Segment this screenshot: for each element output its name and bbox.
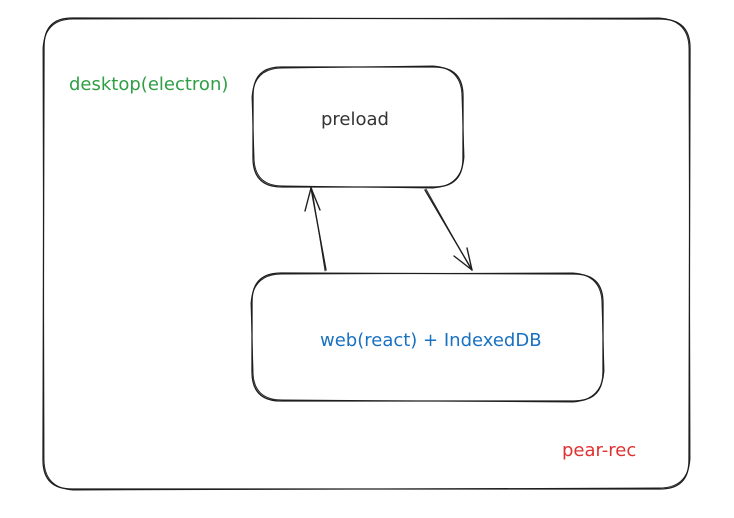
web-box <box>250 272 605 403</box>
web-label: web(react) + IndexedDB <box>320 330 542 351</box>
preload-box <box>251 65 465 189</box>
corner-label: pear-rec <box>562 440 636 461</box>
arrowhead-down <box>466 247 473 271</box>
outer-label: desktop(electron) <box>69 74 228 95</box>
outer-container <box>42 17 691 491</box>
arrow-web-to-preload <box>304 187 327 272</box>
preload-label: preload <box>321 109 389 130</box>
arrowhead-up <box>304 187 312 212</box>
arrow-preload-to-web <box>424 188 473 271</box>
